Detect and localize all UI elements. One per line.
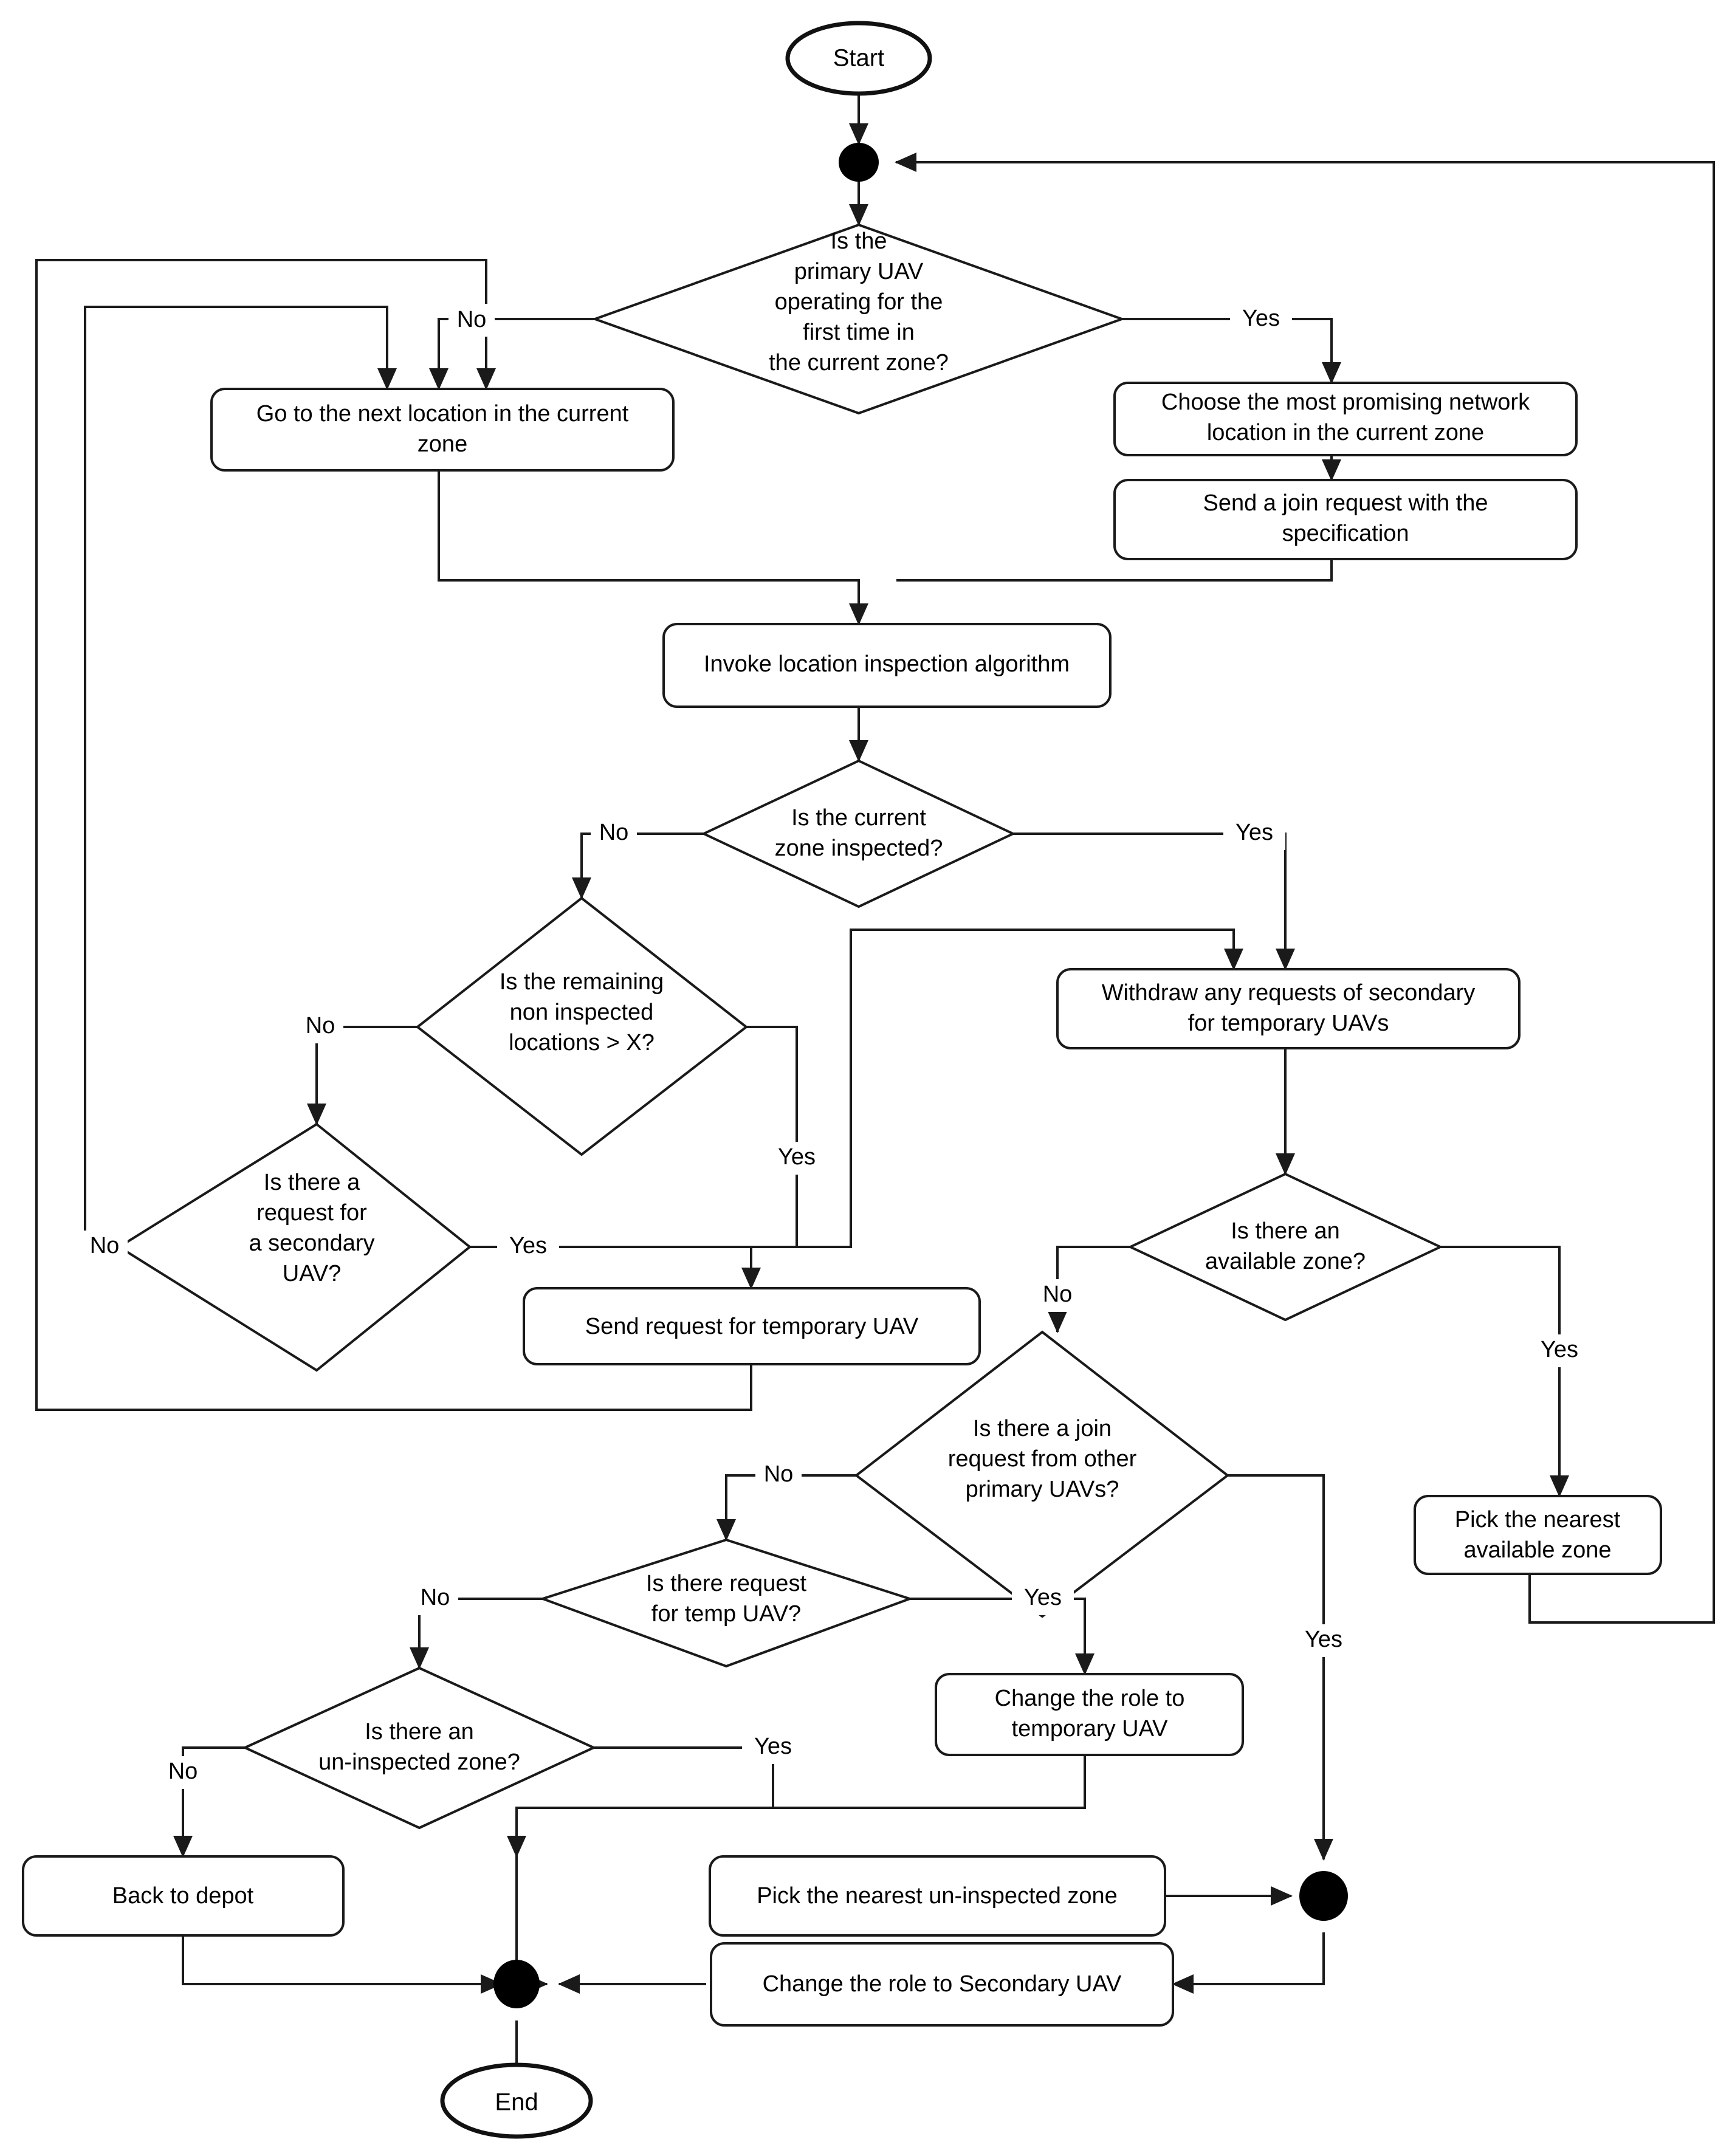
edge-label-no-join-other: No	[764, 1461, 794, 1487]
decision-first-time-line-4: the current zone?	[769, 350, 949, 376]
edge-uninsp-no	[173, 1746, 245, 1858]
decision-zone-inspected-line-0: Is the current	[791, 805, 926, 831]
decision-remaining-line-1: non inspected	[510, 1000, 654, 1025]
decision-first-time-line-3: first time in	[803, 320, 915, 345]
edge-label-no-remaining: No	[306, 1013, 335, 1039]
decision-request-temp-line-1: for temp UAV?	[651, 1601, 801, 1627]
decision-available-zone-line-1: available zone?	[1205, 1249, 1366, 1274]
edge-mergeright-to-rolesec	[1172, 1932, 1325, 1994]
node-decision-first-time: Is the primary UAV operating for the fir…	[591, 223, 1125, 415]
decision-request-secondary-line-0: Is there a	[264, 1170, 360, 1195]
process-pick-available-line-0: Pick the nearest	[1455, 1507, 1621, 1533]
node-decision-request-temp: Is there request for temp UAV?	[538, 1538, 914, 1668]
edge-label-no-zone-inspected: No	[599, 820, 629, 845]
node-process-pick-available-zone: Pick the nearest available zone	[1414, 1495, 1662, 1575]
decision-join-other-line-0: Is there a join	[973, 1416, 1112, 1441]
decision-request-secondary-line-2: a secondary	[249, 1231, 374, 1256]
node-process-join-request: Send a join request with the specificati…	[1113, 479, 1578, 560]
process-role-temporary-line-0: Change the role to	[995, 1686, 1185, 1711]
decision-uninspected-line-1: un-inspected zone?	[318, 1749, 520, 1775]
node-decision-available-zone: Is there an available zone?	[1127, 1172, 1443, 1322]
process-choose-network-line-1: location in the current zone	[1207, 420, 1484, 445]
decision-request-temp-line-0: Is there request	[646, 1571, 806, 1596]
edge-pickavail-to-merge-top	[895, 153, 1715, 1624]
edge-label-yes-join-other: Yes	[1305, 1627, 1342, 1652]
process-withdraw-line-1: for temporary UAVs	[1188, 1011, 1389, 1036]
node-decision-remaining-locations: Is the remaining non inspected locations…	[415, 896, 749, 1156]
edge-label-no-request-secondary: No	[90, 1233, 120, 1258]
process-back-depot-line-0: Back to depot	[112, 1883, 254, 1909]
node-process-choose-network: Choose the most promising network locati…	[1113, 382, 1578, 456]
edge-joinother-yes	[1228, 1474, 1333, 1861]
node-process-send-temp-request: Send request for temporary UAV	[523, 1287, 981, 1365]
process-join-request-line-1: specification	[1282, 521, 1409, 546]
edge-first-time-yes	[1122, 318, 1341, 384]
process-pick-uninspected-line-0: Pick the nearest un-inspected zone	[757, 1883, 1118, 1909]
process-goto-next-line-0: Go to the next location in the current	[256, 401, 629, 427]
edge-backdepot-to-mergeend	[182, 1935, 503, 1994]
node-process-pick-uninspected-zone: Pick the nearest un-inspected zone	[709, 1855, 1166, 1937]
decision-join-other-line-2: primary UAVs?	[966, 1477, 1119, 1502]
node-merge-end	[493, 1960, 540, 2008]
edge-label-yes-zone-inspected: Yes	[1235, 820, 1273, 845]
decision-request-secondary-line-3: UAV?	[283, 1261, 341, 1286]
decision-available-zone-line-0: Is there an	[1231, 1218, 1340, 1244]
edge-label-yes-first-time: Yes	[1242, 306, 1280, 331]
edge-goto-to-invoke	[438, 470, 868, 625]
decision-join-other-line-1: request from other	[948, 1446, 1137, 1472]
edge-reqtemp-yes	[910, 1598, 1095, 1675]
process-join-request-line-0: Send a join request with the	[1203, 490, 1488, 516]
edge-label-no-first-time: No	[457, 307, 487, 332]
edge-label-yes-remaining: Yes	[778, 1144, 816, 1170]
process-pick-available-line-1: available zone	[1464, 1537, 1612, 1563]
node-end-label: End	[495, 2089, 538, 2116]
edge-label-yes-request-secondary: Yes	[509, 1233, 547, 1258]
process-withdraw-line-0: Withdraw any requests of secondary	[1102, 980, 1476, 1006]
edge-reqsecondary-yes-to-withdraw	[751, 929, 1243, 1248]
edge-label-no-request-temp: No	[421, 1585, 450, 1610]
node-decision-uninspected-zone: Is there an un-inspected zone?	[242, 1666, 597, 1830]
process-goto-next-line-1: zone	[418, 431, 467, 457]
decision-uninspected-line-0: Is there an	[365, 1719, 474, 1745]
node-process-back-to-depot: Back to depot	[22, 1855, 345, 1937]
edge-zoneinsp-no	[572, 833, 704, 899]
node-decision-request-secondary: Is there a request for a secondary UAV?	[117, 1122, 472, 1372]
node-start-label: Start	[833, 45, 884, 72]
edge-first-time-no	[429, 318, 595, 390]
process-choose-network-line-0: Choose the most promising network	[1161, 390, 1530, 415]
node-process-withdraw-requests: Withdraw any requests of secondary for t…	[1056, 968, 1521, 1049]
process-role-temporary-line-1: temporary UAV	[1012, 1716, 1169, 1742]
node-process-role-temporary: Change the role to temporary UAV	[935, 1673, 1244, 1756]
node-decision-zone-inspected: Is the current zone inspected?	[701, 759, 1016, 908]
decision-request-secondary-line-1: request for	[256, 1200, 367, 1226]
node-process-role-secondary: Change the role to Secondary UAV	[710, 1942, 1174, 2027]
edge-label-no-available-zone: No	[1043, 1282, 1073, 1307]
edge-join-to-invoke-a	[896, 559, 1333, 582]
node-start: Start	[785, 21, 932, 96]
edge-label-yes-available-zone: Yes	[1541, 1337, 1578, 1362]
decision-remaining-line-0: Is the remaining	[500, 969, 664, 995]
node-process-invoke-algorithm: Invoke location inspection algorithm	[662, 623, 1112, 708]
node-end: End	[440, 2062, 593, 2139]
edge-label-layer: No Yes No Yes No Yes No Yes No Yes No Ye…	[81, 303, 1590, 1789]
process-invoke-algorithm-line-0: Invoke location inspection algorithm	[704, 651, 1070, 677]
edge-sendtemp-loop	[35, 259, 752, 1411]
edge-label-no-uninspected: No	[168, 1759, 198, 1784]
node-merge-top	[839, 143, 879, 182]
node-decision-join-request-other: Is there a join request from other prima…	[854, 1330, 1230, 1618]
decision-first-time-line-0: Is the	[831, 228, 887, 254]
decision-first-time-line-1: primary UAV	[794, 259, 924, 284]
edge-joinother-no	[717, 1474, 856, 1541]
decision-remaining-line-2: locations > X?	[509, 1030, 655, 1056]
decision-zone-inspected-line-1: zone inspected?	[775, 836, 943, 861]
decision-first-time-line-2: operating for the	[775, 289, 943, 315]
edge-label-yes-uninspected: Yes	[754, 1734, 792, 1759]
process-send-temp-line-0: Send request for temporary UAV	[585, 1314, 919, 1339]
edge-availzone-yes	[1440, 1246, 1569, 1497]
node-process-goto-next: Go to the next location in the current z…	[210, 388, 675, 472]
process-role-secondary-line-0: Change the role to Secondary UAV	[763, 1971, 1122, 1997]
node-merge-right	[1299, 1871, 1348, 1921]
edge-label-yes-request-temp: Yes	[1024, 1585, 1062, 1610]
